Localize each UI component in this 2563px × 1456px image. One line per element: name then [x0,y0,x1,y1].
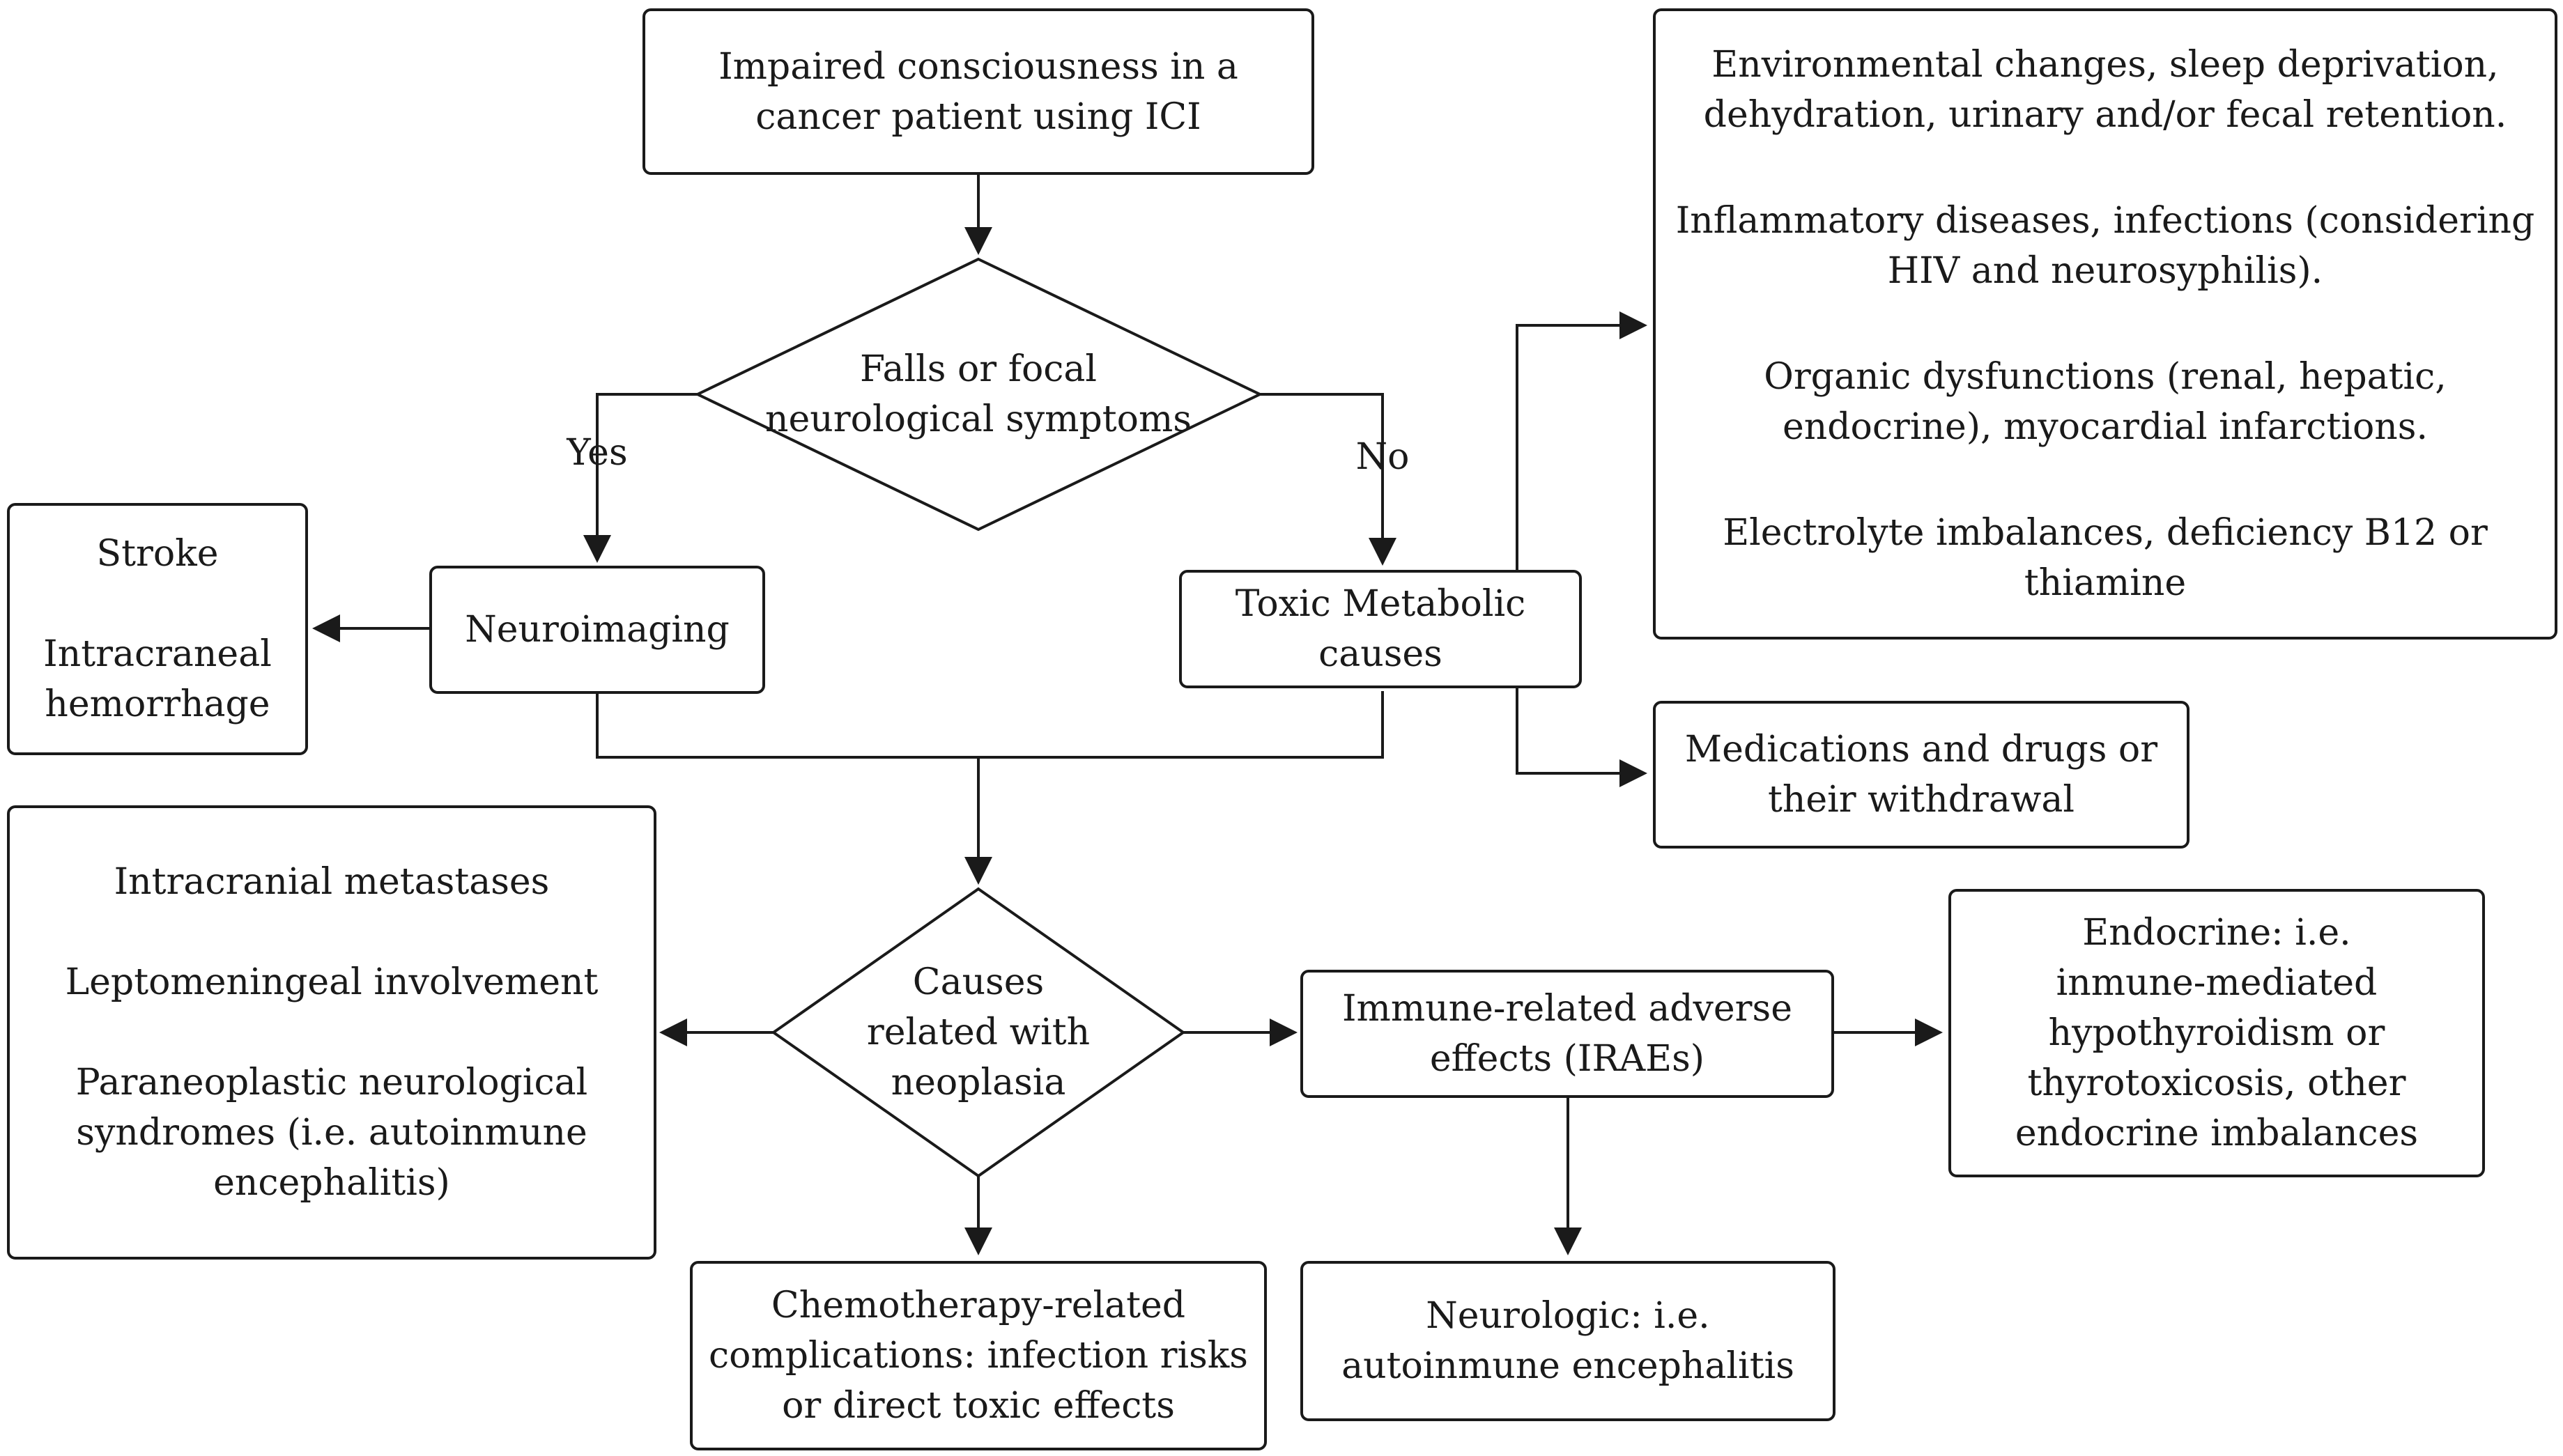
chemo-text: Chemotherapy-related complications: infe… [709,1285,1248,1427]
medications-box: Medications and drugs or their withdrawa… [1653,701,2189,849]
environmental-item-3: Organic dysfunctions (renal, hepatic, en… [1764,356,2447,448]
start-text: Impaired consciousness in a cancer patie… [718,45,1238,138]
connector-toxic-to-environmental [1516,311,1647,571]
yes-label: Yes [567,432,628,474]
endocrine-box: Endocrine: i.e. inmune-mediated hypothyr… [1948,889,2485,1177]
endocrine-text: Endocrine: i.e. inmune-mediated hypothyr… [2015,912,2419,1154]
toxic-metabolic-text: Toxic Metabolic causes [1235,583,1526,675]
intracranial-item-3: Paraneoplastic neurological syndromes (i… [75,1062,588,1204]
connector-yes-branch [583,393,698,563]
decision-falls-diamond [694,257,1263,532]
chemo-box: Chemotherapy-related complications: infe… [690,1261,1267,1450]
medications-text: Medications and drugs or their withdrawa… [1684,729,2158,821]
environmental-item-2: Inflammatory diseases, infections (consi… [1675,200,2535,292]
intracranial-box: Intracranial metastases Leptomeningeal i… [7,805,656,1260]
stroke-box: Stroke Intracraneal hemorrhage [7,503,308,755]
environmental-box: Environmental changes, sleep deprivation… [1653,8,2557,640]
neuroimaging-text: Neuroimaging [465,609,730,651]
start-box: Impaired consciousness in a cancer patie… [642,8,1314,175]
intracranial-item-2: Leptomeningeal involvement [65,961,599,1003]
toxic-metabolic-box: Toxic Metabolic causes [1179,570,1582,688]
environmental-item-4: Electrolyte imbalances, deficiency B12 o… [1723,512,2488,604]
neurologic-text: Neurologic: i.e. autoinmune encephalitis [1341,1295,1794,1387]
no-label: No [1355,436,1410,478]
decision-neoplasia-label: Causes related with neoplasia [866,961,1091,1103]
connector-toxic-to-medications [1516,688,1647,787]
stroke-item-2: Intracraneal hemorrhage [43,633,272,725]
decision-falls-label: Falls or focal neurological symptoms [765,348,1192,440]
irae-text: Immune-related adverse effects (IRAEs) [1342,988,1792,1080]
neurologic-box: Neurologic: i.e. autoinmune encephalitis [1300,1261,1835,1421]
environmental-item-1: Environmental changes, sleep deprivation… [1703,44,2507,136]
stroke-item-1: Stroke [96,533,219,575]
irae-box: Immune-related adverse effects (IRAEs) [1300,970,1834,1098]
connector-merge [596,691,1384,759]
neuroimaging-box: Neuroimaging [429,566,765,694]
intracranial-item-1: Intracranial metastases [114,861,550,903]
connector-no-branch [1260,393,1396,566]
